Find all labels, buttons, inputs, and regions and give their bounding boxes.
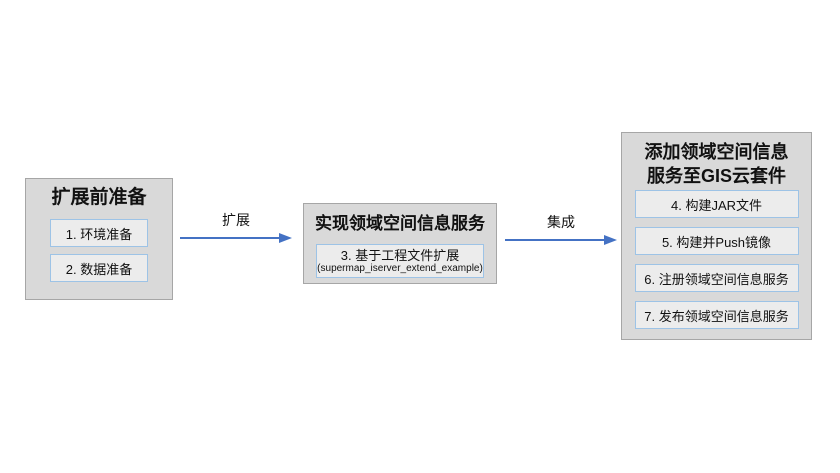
stage-box-preparation: 扩展前准备 1. 环境准备 2. 数据准备 — [25, 178, 173, 300]
stage-box-implement-service: 实现领域空间信息服务 3. 基于工程文件扩展 (supermap_iserver… — [303, 203, 497, 284]
arrow-extend: 扩展 — [179, 212, 293, 245]
step-label: 5. 构建并Push镜像 — [661, 234, 772, 250]
step-sublabel: (supermap_iserver_extend_example) — [317, 263, 483, 274]
step-box-data-prep: 2. 数据准备 — [50, 254, 148, 282]
arrow-integrate-label: 集成 — [547, 214, 575, 230]
step-box-build-push-image: 5. 构建并Push镜像 — [634, 227, 799, 255]
stage-title-implement-service: 实现领域空间信息服务 — [315, 214, 485, 233]
arrow-extend-label: 扩展 — [222, 212, 250, 228]
step-box-project-extend: 3. 基于工程文件扩展 (supermap_iserver_extend_exa… — [316, 244, 484, 278]
step-box-environment-prep: 1. 环境准备 — [50, 219, 148, 247]
right-arrow-icon — [180, 233, 292, 243]
stage-box-add-to-gis-cloud: 添加领域空间信息 服务至GIS云套件 4. 构建JAR文件 5. 构建并Push… — [621, 132, 812, 340]
step-label: 4. 构建JAR文件 — [670, 197, 762, 213]
right-arrow-icon — [505, 235, 617, 245]
step-box-build-jar: 4. 构建JAR文件 — [634, 190, 799, 218]
step-box-register-service: 6. 注册领域空间信息服务 — [634, 264, 799, 292]
step-label: 3. 基于工程文件扩展 — [340, 248, 460, 263]
step-box-publish-service: 7. 发布领域空间信息服务 — [634, 301, 799, 329]
step-label: 7. 发布领域空间信息服务 — [644, 308, 789, 324]
step-label: 1. 环境准备 — [65, 226, 133, 242]
step-label: 6. 注册领域空间信息服务 — [644, 271, 789, 287]
arrow-integrate: 集成 — [504, 214, 618, 247]
step-label: 2. 数据准备 — [65, 261, 133, 277]
stage-title-add-to-gis-cloud: 添加领域空间信息 服务至GIS云套件 — [644, 142, 789, 186]
stage-title-preparation: 扩展前准备 — [51, 187, 147, 208]
